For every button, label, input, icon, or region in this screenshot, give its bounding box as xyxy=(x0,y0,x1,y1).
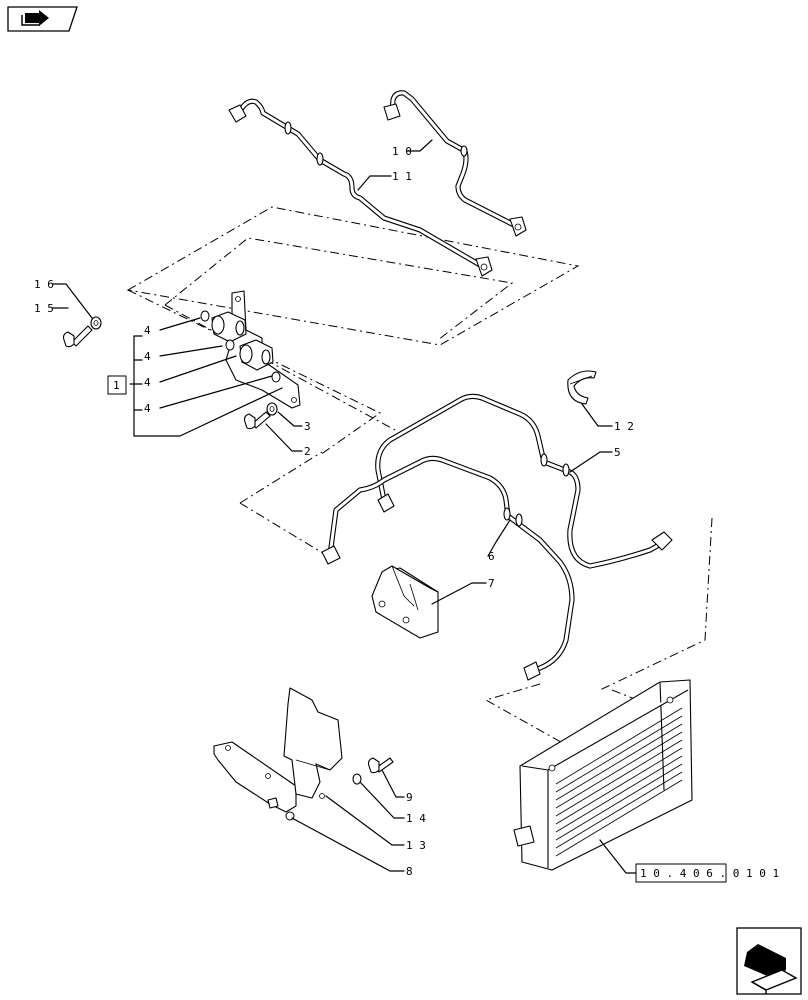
bolt-15 xyxy=(62,325,93,348)
callout-7: 7 xyxy=(488,577,495,590)
book-arrow-icon[interactable] xyxy=(7,6,78,32)
bolt-9 xyxy=(367,757,394,774)
reference-box[interactable] xyxy=(635,863,727,883)
callout-5: 5 xyxy=(614,446,621,459)
callout-15: 1 5 xyxy=(34,302,54,315)
callout-8: 8 xyxy=(406,865,413,878)
washer-16 xyxy=(90,316,102,330)
callout-1: 1 xyxy=(113,379,120,392)
callout-11: 1 1 xyxy=(392,170,412,183)
callout-9: 9 xyxy=(406,791,413,804)
pipe-5 xyxy=(375,393,673,569)
oil-cooler-radiator xyxy=(513,679,693,871)
callout-6: 6 xyxy=(488,550,495,563)
callout-12: 1 2 xyxy=(614,420,634,433)
washer-14 xyxy=(352,773,362,785)
assembly-outlines xyxy=(126,206,713,756)
washer-3 xyxy=(266,402,278,416)
block-7 xyxy=(371,565,439,639)
callout-1-box xyxy=(107,375,127,395)
clip-12 xyxy=(567,370,597,405)
reference-label[interactable]: 1 0 . 4 0 6 . 0 1 0 1 xyxy=(640,867,779,880)
callout-14: 1 4 xyxy=(406,812,426,825)
callout-3: 3 xyxy=(304,420,311,433)
radiator-reference[interactable]: 1 0 . 4 0 6 . 0 1 0 1 xyxy=(635,863,779,883)
leader-lines xyxy=(52,139,637,874)
pipe-11 xyxy=(228,98,493,277)
callout-4-c: 4 xyxy=(144,376,151,389)
callout-2: 2 xyxy=(304,445,311,458)
callout-10: 1 0 xyxy=(392,145,412,158)
plate-13 xyxy=(283,687,343,799)
callout-4-a: 4 xyxy=(144,324,151,337)
callout-labels: 1 0 1 1 1 6 1 5 4 4 4 4 1 3 2 1 2 5 6 7 … xyxy=(34,145,634,878)
pipe-6 xyxy=(321,455,575,681)
callout-13: 1 3 xyxy=(406,839,426,852)
callout-16: 1 6 xyxy=(34,278,54,291)
bolt-2 xyxy=(243,411,271,430)
next-page-arrow-icon[interactable] xyxy=(736,927,802,995)
valve-bracket-assembly xyxy=(200,290,301,409)
callout-4-b: 4 xyxy=(144,350,151,363)
pipe-10 xyxy=(383,90,527,237)
callout-4-d: 4 xyxy=(144,402,151,415)
